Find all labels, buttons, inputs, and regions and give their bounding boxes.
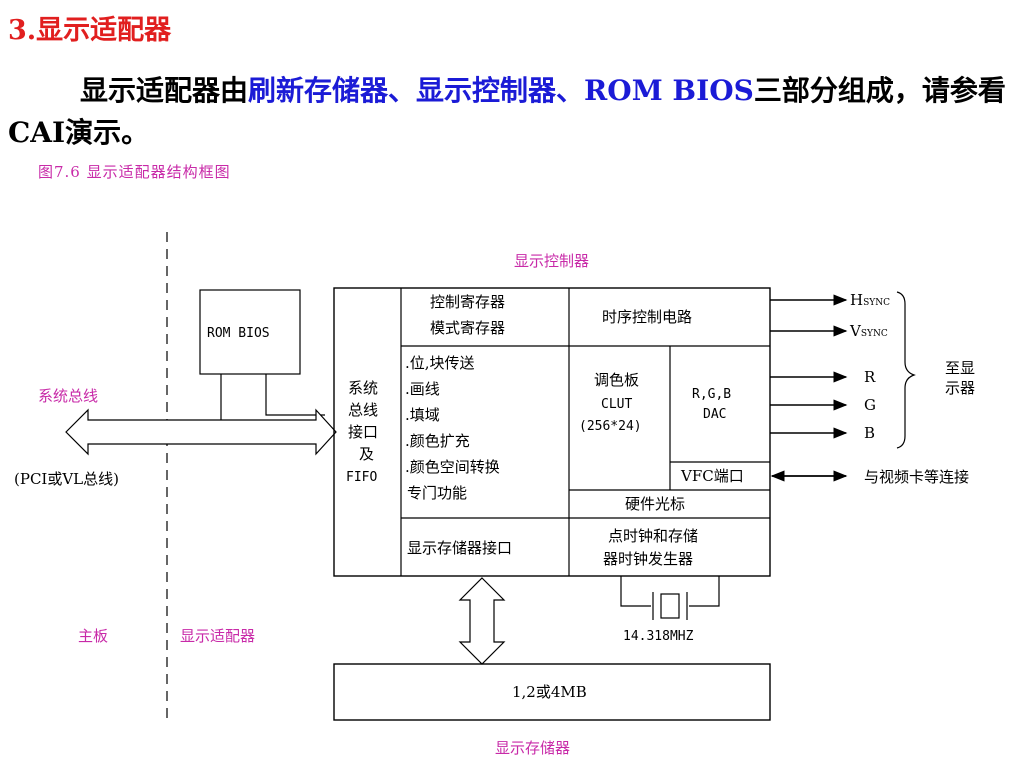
mode-register-label: 模式寄存器	[430, 319, 505, 337]
rom-bios-label: ROM BIOS	[207, 326, 270, 341]
bus-type-label: (PCI或VL总线)	[14, 470, 119, 488]
timing-circuit-label: 时序控制电路	[602, 308, 692, 326]
figure-caption: 图7.6 显示适配器结构框图	[38, 163, 231, 181]
function-item: .位,块传送	[405, 354, 475, 372]
function-item: .颜色空间转换	[405, 458, 500, 476]
function-item: .颜色扩充	[405, 432, 470, 450]
bus-interface-line: 总线	[348, 401, 378, 419]
crystal-body	[660, 593, 680, 619]
para-text-3: 演示。	[65, 116, 150, 149]
para-cai: CAI	[8, 116, 66, 149]
memory-interface-label: 显示存储器接口	[407, 539, 512, 557]
function-item: 专门功能	[407, 484, 467, 502]
system-bus-arrow	[65, 408, 337, 456]
bus-interface-line: 及	[359, 445, 374, 463]
para-text-1: 显示适配器由	[80, 74, 249, 107]
rom-bios-box	[199, 289, 301, 375]
system-bus-label: 系统总线	[38, 387, 98, 405]
display-brace	[896, 291, 916, 449]
hardware-cursor-label: 硬件光标	[625, 495, 685, 513]
to-display-label: 示器	[945, 379, 975, 397]
controller-box	[333, 287, 771, 577]
para-highlight-rom-bios: ROM BIOS	[584, 74, 754, 107]
palette-label: 调色板	[594, 371, 639, 389]
memory-size-label: 1,2或4MB	[512, 683, 587, 701]
memory-bus-arrow	[458, 577, 506, 665]
bus-interface-line: 接口	[348, 423, 378, 441]
section-heading: 3.显示适配器	[8, 15, 172, 46]
adapter-label: 显示适配器	[180, 627, 255, 645]
video-card-label: 与视频卡等连接	[864, 468, 969, 486]
palette-clut: CLUT	[601, 397, 632, 412]
palette-size: (256*24)	[579, 419, 642, 434]
memory-title: 显示存储器	[495, 739, 570, 757]
control-register-label: 控制寄存器	[430, 293, 505, 311]
crystal-frequency: 14.318MHZ	[623, 629, 694, 644]
rom-bios-connector	[265, 374, 325, 416]
dac-rgb-label: R,G,B	[692, 387, 731, 402]
vfc-port-label: VFC端口	[680, 467, 744, 485]
g-output-label: G	[864, 396, 876, 414]
crystal-lead	[620, 576, 651, 607]
para-highlight-components: 刷新存储器、显示控制器、	[248, 74, 585, 107]
b-output-label: B	[864, 424, 875, 442]
para-text-2: 三部分组成，请参看	[753, 74, 1006, 107]
function-item: .填域	[405, 406, 440, 424]
r-output-label: R	[864, 368, 876, 386]
motherboard-label: 主板	[78, 627, 108, 645]
clock-generator-line: 器时钟发生器	[603, 550, 693, 568]
vsync-label: VSYNC	[849, 322, 888, 340]
bus-interface-line: 系统	[348, 379, 378, 397]
intro-paragraph: 显示适配器由刷新存储器、显示控制器、ROM BIOS三部分组成，请参看 CAI演示…	[8, 70, 1012, 154]
clock-generator-line: 点时钟和存储	[608, 527, 698, 545]
crystal-lead	[689, 576, 720, 607]
memory-box	[333, 663, 771, 721]
to-display-label: 至显	[945, 359, 975, 377]
dac-label: DAC	[703, 407, 726, 422]
hsync-label: HSYNC	[850, 291, 890, 309]
function-item: .画线	[405, 380, 440, 398]
bus-interface-line: FIFO	[346, 470, 377, 485]
controller-title: 显示控制器	[514, 252, 589, 270]
